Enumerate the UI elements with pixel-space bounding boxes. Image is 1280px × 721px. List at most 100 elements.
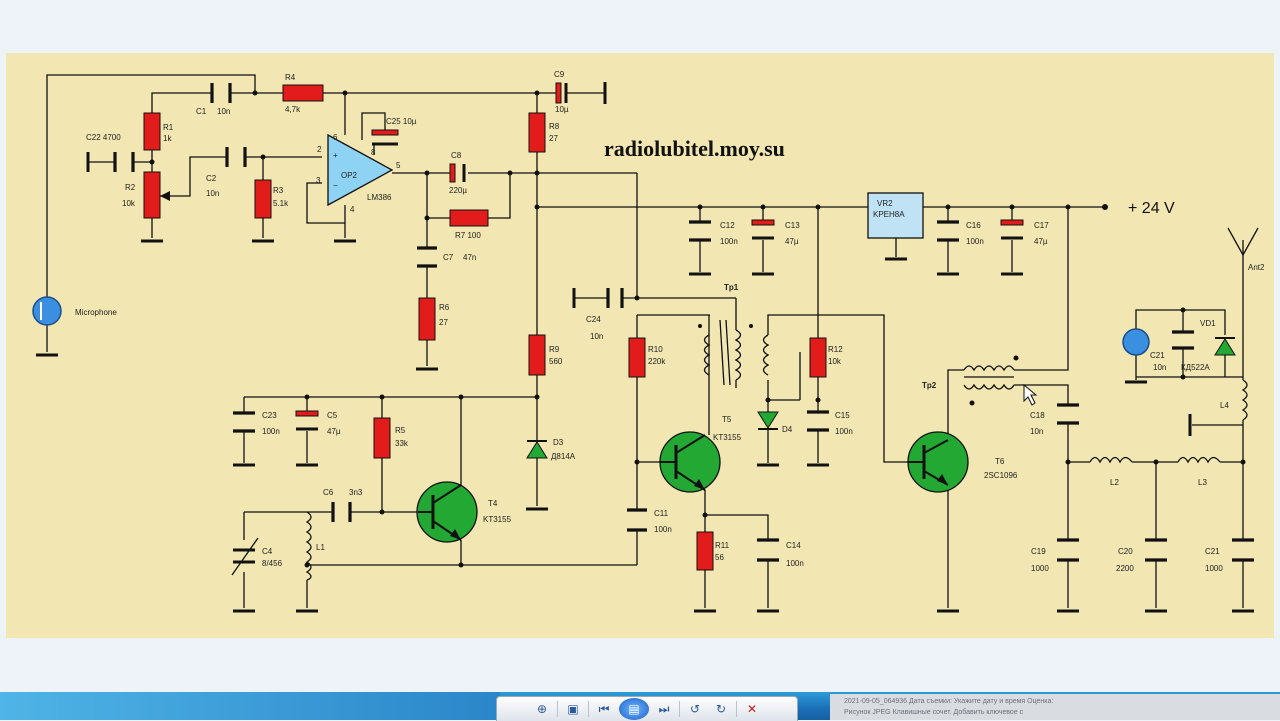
component-label: C25 10µ (386, 117, 417, 126)
inductors (305, 319, 1248, 581)
component-label: Д814А (551, 452, 576, 461)
component-label: 10µ (555, 105, 569, 114)
component-label: C5 (327, 411, 338, 420)
details-line-1: 2021-09-05_064936 Дата съемки: Укажите д… (844, 698, 1054, 705)
component-label: R11 (715, 541, 730, 550)
component-label: 4 (350, 205, 355, 214)
component-label: VD1 (1200, 319, 1216, 328)
component-label: R5 (395, 426, 406, 435)
tp2-winding-1 (963, 365, 1015, 372)
resistor-r11 (696, 531, 714, 571)
component-label: R7 100 (455, 231, 481, 240)
component-label: T6 (995, 457, 1005, 466)
diodes (526, 337, 1236, 459)
component-label: 6 (333, 133, 338, 142)
component-label: L4 (1220, 401, 1229, 410)
component-label: 10k (828, 357, 842, 366)
component-label: 10n (206, 189, 219, 198)
component-label: 47µ (785, 237, 799, 246)
toolbar-separator (588, 701, 589, 717)
inductor-l3 (1177, 456, 1221, 464)
component-label: C23 (262, 411, 277, 420)
component-label: 27 (549, 134, 558, 143)
component-label: 100n (966, 237, 984, 246)
rotate-left-icon[interactable]: ↺ (689, 702, 701, 716)
component-label: 1k (163, 134, 172, 143)
taskbar-glass (0, 692, 500, 720)
component-label: C20 (1118, 547, 1133, 556)
toolbar-separator (557, 701, 558, 717)
rotate-right-icon[interactable]: ↻ (715, 702, 727, 716)
component-label: C13 (785, 221, 800, 230)
component-label: R9 (549, 345, 560, 354)
resistor-r5 (373, 417, 391, 459)
component-label: 1000 (1205, 564, 1223, 573)
component-label: C14 (786, 541, 801, 550)
prev-icon[interactable]: ⏮ (598, 701, 610, 716)
next-icon[interactable]: ⏭ (658, 701, 670, 716)
resistor-r12 (809, 337, 827, 378)
component-label: C8 (451, 151, 462, 160)
component-label: 47µ (327, 427, 341, 436)
component-label: C15 (835, 411, 850, 420)
component-label: 3n3 (349, 488, 363, 497)
component-label: C4 (262, 547, 273, 556)
component-label: 10n (217, 107, 230, 116)
component-label: Tp2 (922, 381, 937, 390)
component-label: R10 (648, 345, 663, 354)
label-mic: Microphone (75, 308, 117, 317)
label-antenna: Ant2 (1248, 263, 1265, 272)
component-label: OP2 (341, 171, 358, 180)
component-label: 10n (1030, 427, 1043, 436)
tp1-winding-1 (703, 334, 711, 376)
component-label: 8/456 (262, 559, 283, 568)
component-label: C2 (206, 174, 217, 183)
component-label: 1000 (1031, 564, 1049, 573)
component-label: C12 (720, 221, 735, 230)
component-label: 5 (396, 161, 401, 170)
component-label: C16 (966, 221, 981, 230)
resistor-r3 (254, 179, 272, 219)
details-pane: 2021-09-05_064936 Дата съемки: Укажите д… (830, 694, 1280, 720)
tp1-winding-3 (762, 334, 770, 376)
delete-icon[interactable]: ✕ (746, 702, 758, 716)
component-label: 47n (463, 253, 476, 262)
capacitors (113, 83, 1254, 562)
component-label: L3 (1198, 478, 1207, 487)
watermark-text: radiolubitel.moy.su (604, 136, 785, 161)
component-label: 27 (439, 318, 448, 327)
component-label: C6 (323, 488, 334, 497)
junctions (149, 90, 1246, 568)
meter-icon (1122, 328, 1150, 356)
svg-text:+: + (333, 151, 338, 160)
component-label: R8 (549, 122, 560, 131)
component-label: C17 (1034, 221, 1049, 230)
details-line-2: Рисунок JPEG Клавишные сочет. Добавить к… (844, 709, 1024, 716)
electrolytic-capacitors (295, 82, 1024, 431)
component-label: T4 (488, 499, 498, 508)
supply-label: + 24 V (1128, 200, 1175, 217)
component-label: C1 (196, 107, 207, 116)
component-label: 100n (786, 559, 804, 568)
schematic-diagram: + − (6, 53, 1274, 638)
component-label: 10k (122, 199, 136, 208)
tp1-winding-2 (734, 329, 742, 381)
component-label: T5 (722, 415, 732, 424)
component-label: 3 (316, 176, 321, 185)
fit-icon[interactable]: ▣ (567, 702, 579, 716)
component-label: C24 (586, 315, 601, 324)
component-label: 220µ (449, 186, 467, 195)
viewer-toolbar: ⊕ ▣ ⏮ ▤ ⏭ ↺ ↻ ✕ (496, 696, 798, 721)
resistors (143, 84, 827, 571)
slideshow-icon[interactable]: ▤ (619, 698, 649, 720)
component-label: 47µ (1034, 237, 1048, 246)
inductor-l4 (1241, 379, 1248, 421)
component-label: 5.1k (273, 199, 289, 208)
resistor-r1 (143, 112, 161, 151)
zoom-icon[interactable]: ⊕ (536, 702, 548, 716)
component-label: R1 (163, 123, 174, 132)
component-label: D3 (553, 438, 564, 447)
component-label: C7 (443, 253, 454, 262)
microphone-icon (32, 296, 62, 326)
